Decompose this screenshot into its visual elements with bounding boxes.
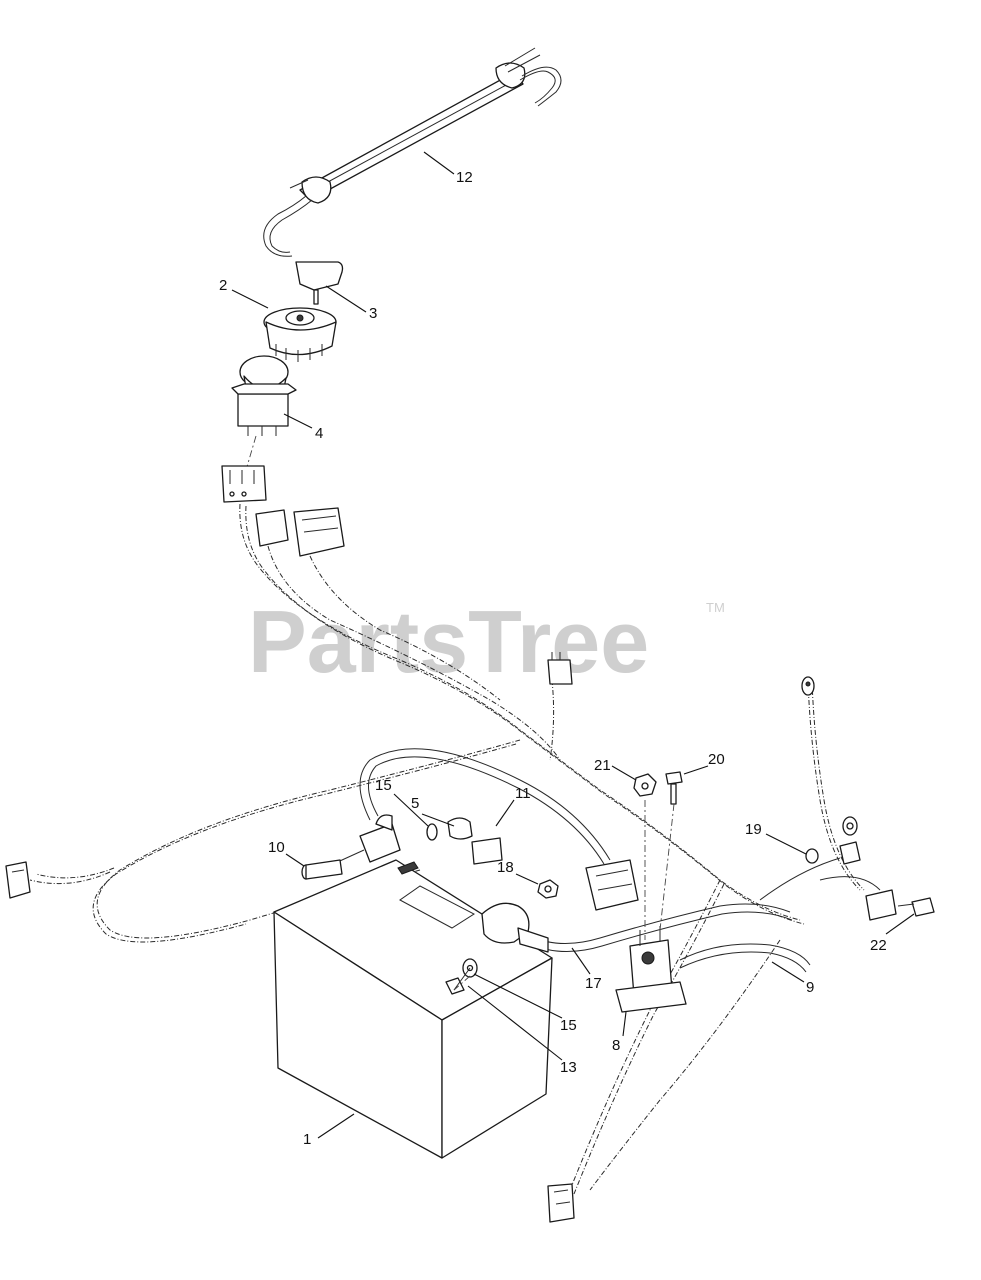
nut-18 — [537, 879, 559, 899]
callout-1: 1 — [303, 1131, 311, 1148]
callout-15-upper: 15 — [375, 777, 392, 794]
bottom-connector — [547, 1183, 575, 1223]
ignition-key — [295, 261, 344, 305]
washer-bolt-lower — [445, 958, 478, 995]
ring-terminal — [801, 676, 815, 696]
callout-labels: 1 2 3 4 5 8 9 10 11 12 13 15 15 17 18 19… — [219, 169, 887, 1148]
callout-15-lower: 15 — [560, 1017, 577, 1034]
callout-4: 4 — [315, 425, 323, 442]
callout-19: 19 — [745, 821, 762, 838]
callout-22: 22 — [870, 937, 887, 954]
callout-17: 17 — [585, 975, 602, 992]
callout-12: 12 — [456, 169, 473, 186]
battery-cable-positive — [359, 748, 639, 911]
callout-13: 13 — [560, 1059, 577, 1076]
callout-9: 9 — [806, 979, 814, 996]
callout-3: 3 — [369, 305, 377, 322]
callout-2: 2 — [219, 277, 227, 294]
watermark-tm: TM — [706, 600, 725, 615]
fuse-block — [471, 837, 503, 865]
left-connector — [5, 861, 31, 899]
battery-hold-down-rod — [263, 47, 562, 257]
battery — [273, 859, 553, 1159]
washer-19 — [805, 848, 819, 864]
center-connector — [547, 652, 573, 685]
negative-clamp — [319, 814, 401, 871]
callout-10: 10 — [268, 839, 285, 856]
switch-22 — [865, 889, 935, 921]
callout-8: 8 — [612, 1037, 620, 1054]
starter-solenoid — [615, 926, 687, 1013]
bolt-20 — [665, 771, 683, 805]
watermark-text: PartsTree — [248, 592, 649, 691]
callout-11: 11 — [515, 785, 531, 802]
leader-lines — [231, 151, 915, 1139]
ring-terminals-right — [839, 816, 861, 865]
solenoid-cables — [529, 857, 881, 973]
callout-5: 5 — [411, 795, 419, 812]
bolt-10 — [301, 859, 343, 880]
terminal-boot — [481, 902, 549, 953]
pto-switch — [231, 355, 297, 436]
switch-connectors — [221, 465, 345, 557]
clamp-washer-upper — [426, 817, 473, 841]
callout-21: 21 — [594, 757, 611, 774]
ignition-switch — [263, 307, 337, 362]
callout-20: 20 — [708, 751, 725, 768]
wire-harness — [29, 503, 865, 1195]
nut-21 — [633, 773, 657, 797]
callout-18: 18 — [497, 859, 514, 876]
